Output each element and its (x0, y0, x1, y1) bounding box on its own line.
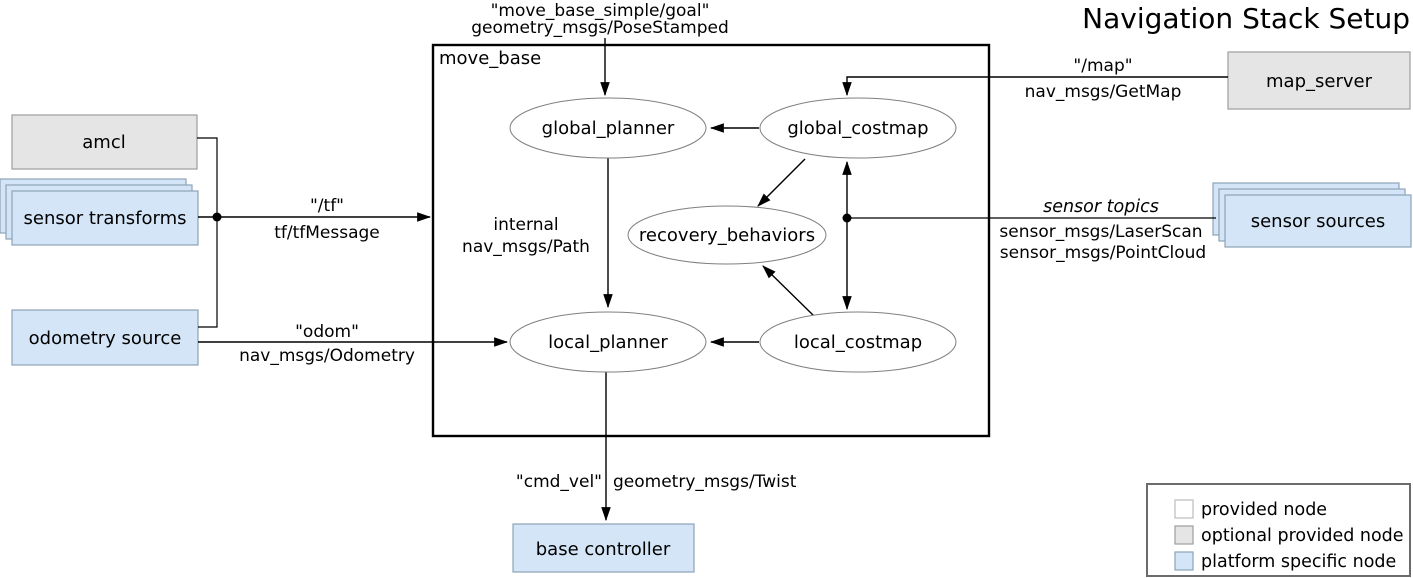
sensor-transforms-box (11, 190, 199, 246)
sensor-type1-label: sensor_msgs/LaserScan (999, 222, 1202, 242)
node-map-server: map_server (1227, 51, 1411, 110)
base-controller-box (512, 523, 695, 573)
node-odometry-source: odometry source (11, 309, 199, 366)
tf-topic-label: "/tf" (310, 196, 344, 216)
tf-type-label: tf/tfMessage (274, 223, 380, 243)
legend-label-provided: provided node (1201, 500, 1327, 520)
local-planner-ellipse (509, 311, 707, 373)
global-planner-ellipse (509, 97, 707, 159)
legend-swatch-optional (1174, 525, 1194, 545)
odom-topic-label: "odom" (295, 322, 359, 342)
node-recovery-behaviors: recovery_behaviors (627, 205, 827, 265)
node-local-costmap: local_costmap (759, 311, 957, 373)
legend-swatch-platform (1174, 551, 1194, 571)
goal-type-label: geometry_msgs/PoseStamped (471, 18, 729, 38)
cmdvel-type-label: geometry_msgs/Twist (613, 472, 797, 492)
map-type-label: nav_msgs/GetMap (1025, 82, 1182, 102)
edges (197, 38, 1228, 522)
global-costmap-ellipse (759, 97, 957, 159)
map-server-box (1227, 51, 1411, 110)
local-costmap-label: local_costmap (794, 332, 922, 353)
legend: provided node optional provided node pla… (1146, 483, 1411, 577)
map-topic-label: "/map" (1073, 56, 1132, 76)
internal-topic-label: internal (493, 215, 558, 235)
global-planner-label: global_planner (542, 118, 675, 139)
legend-swatch-provided (1174, 499, 1194, 519)
node-local-planner: local_planner (509, 311, 707, 373)
amcl-label: amcl (82, 132, 125, 153)
node-amcl: amcl (11, 114, 198, 170)
edge-localcostmap-recovery-arrow (762, 265, 815, 317)
node-sensor-sources: sensor sources (1212, 182, 1412, 248)
edge-globalcostmap-recovery-arrow (757, 158, 806, 207)
recovery-behaviors-ellipse (627, 205, 827, 265)
node-global-costmap: global_costmap (759, 97, 957, 159)
goal-topic-label: "move_base_simple/goal" (491, 1, 710, 21)
amcl-box (11, 114, 198, 170)
sensor-type2-label: sensor_msgs/PointCloud (1000, 243, 1206, 263)
edge-map-arrow (842, 76, 1228, 97)
local-costmap-ellipse (759, 311, 957, 373)
node-sensor-transforms: sensor transforms (0, 178, 199, 246)
base-controller-label: base controller (536, 539, 671, 560)
local-planner-label: local_planner (548, 332, 668, 353)
map-server-label: map_server (1266, 71, 1373, 92)
legend-label-optional: optional provided node (1201, 526, 1404, 546)
page-title: Navigation Stack Setup (1082, 2, 1410, 35)
odom-type-label: nav_msgs/Odometry (239, 346, 415, 366)
sensor-topics-label: sensor topics (1043, 197, 1159, 217)
sensor-junction-dot (842, 213, 852, 223)
sensor-transforms-label: sensor transforms (24, 208, 187, 229)
odometry-source-box (11, 309, 199, 366)
tf-junction-dot (212, 212, 222, 222)
edge-tf-bus-connector (197, 137, 218, 328)
legend-label-platform: platform specific node (1201, 552, 1396, 572)
recovery-behaviors-label: recovery_behaviors (639, 225, 815, 246)
odometry-source-label: odometry source (29, 328, 182, 349)
sensor-sources-label: sensor sources (1251, 211, 1386, 232)
node-base-controller: base controller (512, 523, 695, 573)
sensor-sources-box (1224, 194, 1412, 248)
global-costmap-label: global_costmap (787, 118, 928, 139)
internal-type-label: nav_msgs/Path (462, 237, 590, 257)
edge-labels: "move_base_simple/goal" geometry_msgs/Po… (239, 1, 1206, 492)
node-global-planner: global_planner (509, 97, 707, 159)
move-base-label: move_base (439, 48, 541, 69)
cmdvel-topic-label: "cmd_vel" (516, 472, 602, 492)
